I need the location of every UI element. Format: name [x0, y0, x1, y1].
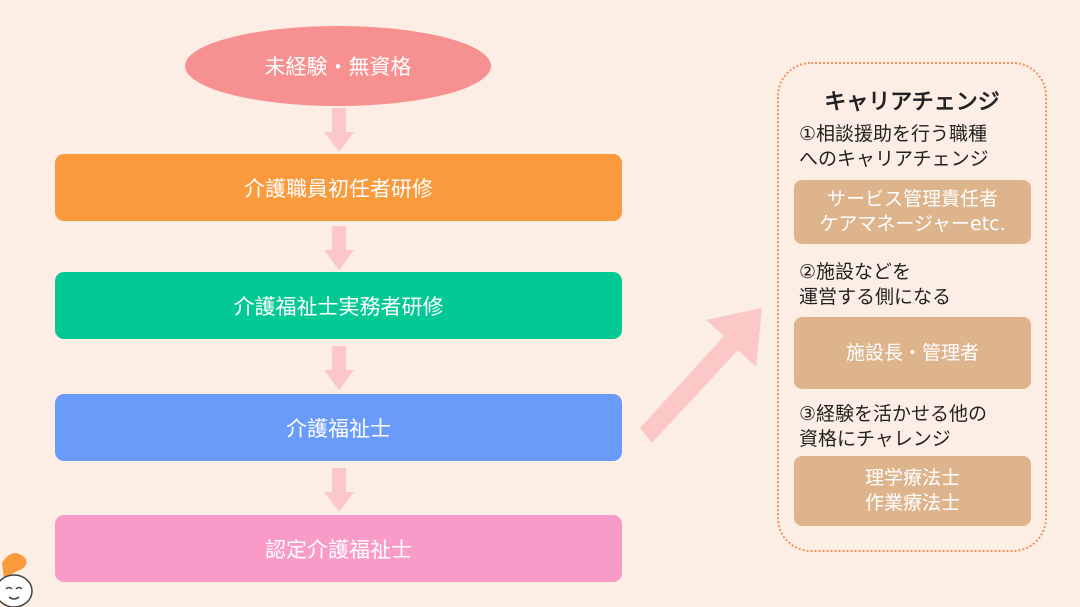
- career-category-heading: ③経験を活かせる他の 資格にチャレンジ: [799, 403, 988, 450]
- career-roles-box: 理学療法士 作業療法士: [794, 456, 1031, 526]
- step-jitsumusha: 介護福祉士実務者研修: [55, 272, 622, 339]
- step-nintei: 認定介護福祉士: [55, 515, 622, 582]
- step-shoninsha: 介護職員初任者研修: [55, 154, 622, 221]
- career-roles-box: 施設長・管理者: [794, 317, 1031, 389]
- down-arrow: [324, 468, 354, 512]
- step-kaigofukushishi: 介護福祉士: [55, 394, 622, 461]
- down-arrow: [324, 346, 354, 390]
- career-title: キャリアチェンジ: [824, 90, 1000, 115]
- career-roles-box: サービス管理責任者 ケアマネージャーetc.: [794, 180, 1031, 244]
- down-arrow: [324, 226, 354, 270]
- mascot-icon: [0, 553, 33, 607]
- career-category-heading: ①相談援助を行う職種 へのキャリアチェンジ: [799, 123, 989, 170]
- career-category-heading: ②施設などを 運営する側になる: [799, 261, 952, 308]
- career-change-panel: キャリアチェンジ ①相談援助を行う職種 へのキャリアチェンジ サービス管理責任者…: [777, 62, 1047, 552]
- career-arrow: [640, 308, 762, 443]
- start-node: 未経験・無資格: [185, 26, 491, 106]
- down-arrow: [324, 108, 354, 152]
